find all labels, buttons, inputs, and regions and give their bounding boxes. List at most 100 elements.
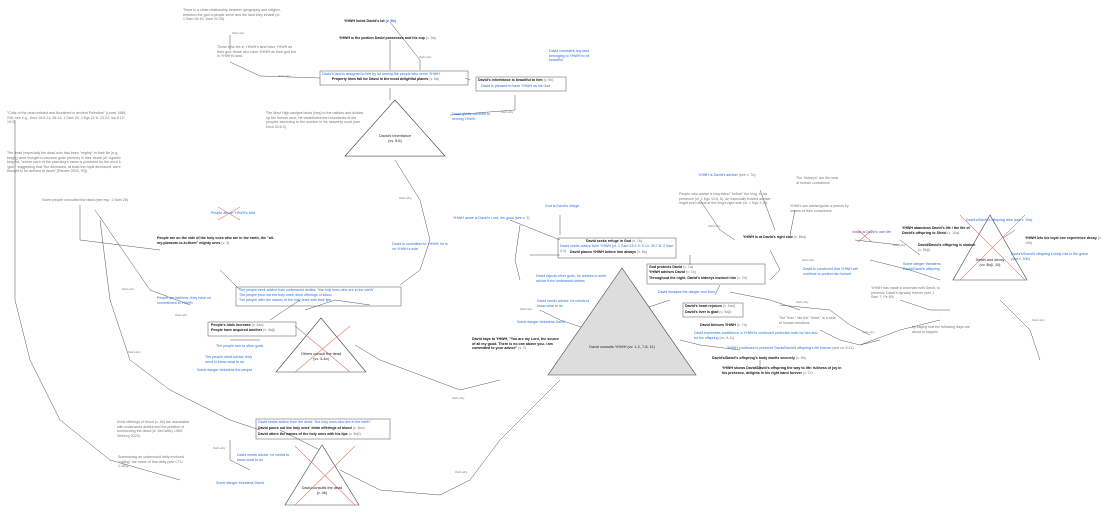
node-holds-lot: YHWH holds David's lot (v. 5b)	[344, 19, 444, 24]
node-heart-text: David's heart rejoices	[685, 304, 723, 308]
node-land-assigned-ref: (v. 6a)	[429, 77, 440, 81]
connector-label-7: that's why	[122, 287, 135, 291]
connector-label-8: that's why	[128, 350, 141, 354]
node-abandons: YHWH abandons David's life / the life of…	[902, 226, 972, 235]
node-lets-decay: YHWH lets his loyal one experience decay…	[1025, 236, 1105, 245]
node-utters-text: David utters the names of the holy ones …	[258, 432, 348, 436]
node-blesses: David blesses YHWH (v. 7a)	[700, 323, 760, 328]
node-people-side-text: People are on the side of the holy ones …	[157, 236, 274, 245]
node-heart: David's heart rejoices (v. 9aα)	[685, 304, 743, 309]
node-seeks-refuge: David seeks refuge in God (v. 1b)	[586, 239, 676, 244]
node-holds-lot-ref: (v. 5b)	[385, 19, 396, 23]
node-portion: YHWH is the portion David possesses and …	[339, 36, 469, 41]
node-rots: David's/David's offspring's body rots in…	[1011, 252, 1089, 261]
note-cults: "Cults of the dead existed and flourishe…	[7, 111, 127, 125]
connector-label-4: that's why	[501, 110, 514, 114]
node-pours-out: David pours out the holy ones' drink off…	[258, 426, 390, 431]
box-inheritance-beautiful	[475, 76, 567, 92]
node-adviser-ref: (see v. 7a)	[738, 173, 756, 177]
connector-label-15: that's why	[796, 300, 809, 304]
node-offspring-life-text: YHWH continues to preserve David/David's…	[727, 346, 832, 350]
node-pleased: David is pleased to have YHWH as his God	[481, 84, 551, 88]
triangle-consults-yhwh-label: David consults YHWH (vv. 1-2, 7-8, 11)	[586, 345, 658, 350]
connector-label-6: that's why	[175, 313, 188, 317]
node-abandons-ref: (v. 10a)	[947, 230, 960, 235]
triangle-others-label: Others consult the dead(vv. 3-4a)	[291, 352, 351, 361]
triangle-david-dead-label: David consults the dead(v. 4b)	[292, 486, 352, 495]
node-protects-ref: (v. 1a)	[683, 265, 694, 269]
node-body-ref: (v. 9b)	[795, 356, 806, 360]
triangle-inheritance-title: David's inheritance	[379, 134, 411, 138]
connector-label-11: that's why	[455, 470, 468, 474]
node-blesses-ref: (v. 7a)	[736, 323, 747, 327]
connector-label-10: that's why	[213, 446, 226, 450]
box-advice-people	[235, 286, 402, 307]
connector-label-17: that's why	[893, 243, 906, 247]
node-danger-people: Some danger threatens the people	[197, 368, 253, 372]
triangle-others-ref: (vv. 3-4a)	[313, 356, 329, 361]
node-confidence-text: David expresses confidence in YHWH's con…	[694, 331, 818, 340]
node-liver: David's liver is glad (v. 9aβ)	[685, 310, 743, 315]
node-danger-david-low: Some danger threatens David	[216, 481, 264, 485]
node-seeks-advice-yhwh: David seeks advice from YHWH (cf. 1 Sam …	[560, 244, 674, 253]
triangle-david-consults-yhwh	[547, 267, 697, 376]
box-land-assigned	[319, 70, 469, 86]
box-heart-liver	[682, 302, 744, 318]
node-places-yhwh-text: David places YHWH before him always	[570, 250, 637, 254]
node-places-ref: (v. 8a)	[637, 250, 647, 254]
node-acquired: People have acquired another (v. 4aβ)	[211, 328, 297, 333]
node-people-side: People are on the side of the holy ones …	[157, 236, 275, 245]
node-lets-decay-text: YHWH lets his loyal one experience decay	[1025, 236, 1097, 240]
node-holds-lot-text: YHWH holds David's lot	[344, 19, 385, 23]
note-those-who-fee: Those who fee in YHWH's land have YHWH a…	[217, 45, 297, 59]
box-idols	[207, 321, 297, 337]
node-right-side-text: YHWH is at David's right side	[743, 235, 793, 239]
node-rejects-other: David rejects other gods; he refuses to …	[536, 274, 607, 283]
node-confidence-ref: (vv. 9-11)	[719, 335, 735, 340]
node-danger-offspring: Some danger threatens David/David's offs…	[903, 262, 941, 271]
connector-label-12: that's why	[520, 307, 533, 311]
triangle-death-label: Death and decay(vv. 8bβ, 10)	[965, 258, 1015, 267]
node-acquired-text: People have acquired another	[211, 328, 263, 332]
node-heart-ref: (v. 9aα)	[723, 304, 736, 308]
node-utters-ref: (v. 4bβ)	[348, 432, 361, 436]
triangle-death-title: Death and decay	[975, 258, 1005, 262]
node-danger-mid: Some danger threatens David	[517, 320, 565, 324]
cross-small-mid	[857, 229, 873, 243]
node-abandons-text: YHWH abandons David's life / the life of…	[902, 226, 970, 235]
node-places-yhwh: David places YHWH before him always (v. …	[570, 250, 676, 255]
node-committed: David is committed to YHWH; he is on YHW…	[392, 242, 448, 251]
node-shaken-ref: (v. 8bβ)	[918, 247, 930, 252]
node-lets-decay-ref: (v. 10b)	[1025, 236, 1102, 245]
node-advises-ref: (v. 7a)	[685, 270, 696, 274]
triangle-inheritance-label: David's inheritance(vv. 5-6)	[365, 134, 425, 143]
node-inheritance-beautiful-text: David's inheritance is beautiful to him	[478, 78, 543, 82]
node-says-to-yhwh: David says to YHWH, "You are my Lord, th…	[472, 337, 560, 351]
node-utters: David utters the names of the holy ones …	[258, 432, 390, 437]
node-right-side: YHWH is at David's right side (v. 8bα)	[743, 235, 819, 240]
cross-yhwh-side	[217, 206, 241, 221]
note-some-consulted: Some people consulted the dead (see esp.…	[42, 198, 128, 202]
connector-label-3: that's why	[419, 55, 432, 59]
node-god-refuge: God is David's refuge	[545, 204, 580, 208]
note-drink-offerings: Drink offerings of blood (v. 4b) are ass…	[117, 420, 190, 438]
connector-label-14: that's why	[802, 258, 815, 262]
node-blesses-text: David blesses YHWH	[700, 323, 736, 327]
triangle-consults-yhwh-title: David consults YHWH (vv. 1-2, 7-8, 11)	[589, 345, 655, 349]
node-kidneys-text: Throughout the night, David's kidneys in…	[649, 276, 736, 280]
node-idols-increase-text: People's idols increase	[211, 323, 251, 327]
node-escapes: David escapes the danger and lives	[658, 290, 715, 294]
node-need-advice: The people need advice: they need to kno…	[205, 355, 253, 364]
node-shaken-text: David/David's offspring is shaken	[918, 243, 976, 247]
node-confidence: David expresses confidence in YHWH's con…	[694, 331, 818, 340]
connector-label-16: that's why	[862, 330, 875, 334]
note-dead-esp: The dead (especially the dead who had be…	[7, 151, 122, 174]
node-faithless: People are faithless; they have no commi…	[157, 296, 212, 305]
node-kidneys: Throughout the night, David's kidneys in…	[649, 276, 765, 281]
node-acquired-ref: (v. 4aβ)	[263, 328, 276, 332]
node-land-assigned-2: Property lines fall for David in the mos…	[332, 77, 466, 82]
node-people-side-ref: (v. 3)	[221, 240, 230, 245]
node-right-side-ref: (v. 8bα)	[793, 235, 806, 239]
triangle-others-title: Others consult the dead	[300, 352, 342, 356]
node-offspring-life: YHWH continues to preserve David/David's…	[727, 346, 859, 351]
